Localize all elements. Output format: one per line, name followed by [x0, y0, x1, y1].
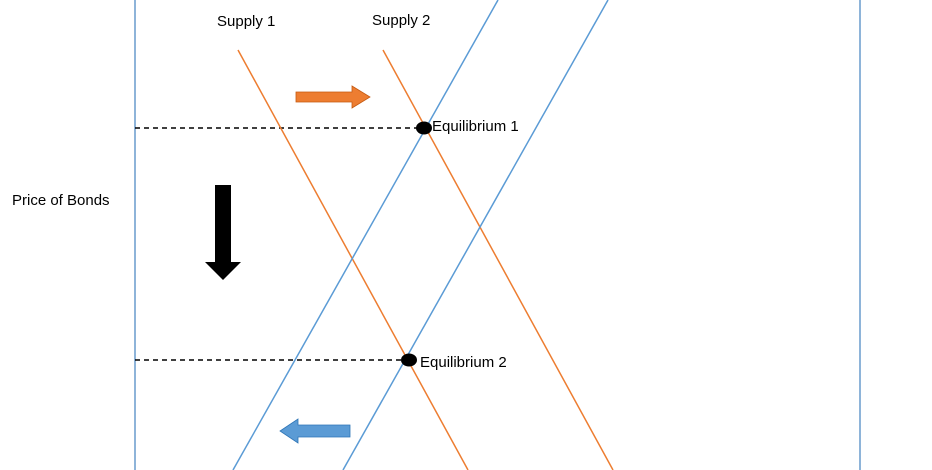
supply-curve-1: [237, 49, 469, 470]
demand-curve-2: [342, 0, 609, 470]
equilibrium-2-point: [401, 353, 417, 367]
equilibrium-1-point: [416, 121, 432, 135]
down-arrow-icon: [205, 185, 241, 280]
supply-2-label: Supply 2: [372, 12, 430, 29]
demand-curve-1: [232, 0, 499, 470]
supply-1-label: Supply 1: [217, 13, 275, 30]
equilibrium-1-label: Equilibrium 1: [432, 118, 519, 135]
left-arrow-icon: [279, 418, 351, 444]
right-arrow-icon: [295, 85, 371, 109]
equilibrium-2-label: Equilibrium 2: [420, 354, 507, 371]
supply-curve-2: [382, 49, 614, 470]
axis-label-price: Price of Bonds: [12, 192, 110, 209]
